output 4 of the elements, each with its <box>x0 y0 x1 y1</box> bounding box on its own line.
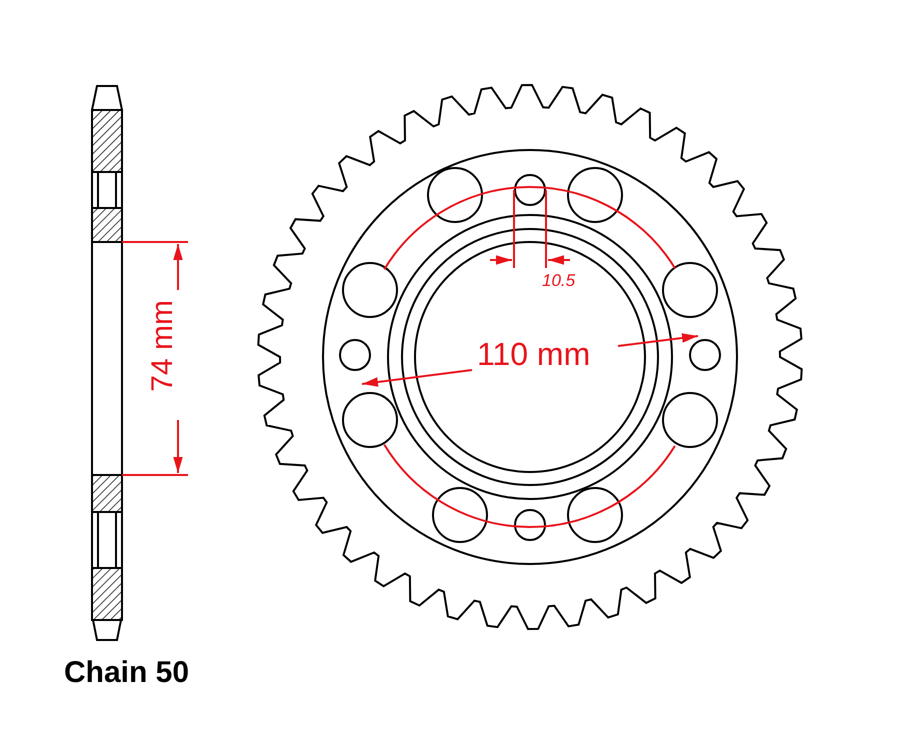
dimension-label: 74 mm <box>148 300 178 392</box>
dimension-label: 10.5 <box>542 272 576 289</box>
chain-size-label: Chain 50 <box>64 658 190 688</box>
dimension-label: 110 mm <box>477 338 590 370</box>
